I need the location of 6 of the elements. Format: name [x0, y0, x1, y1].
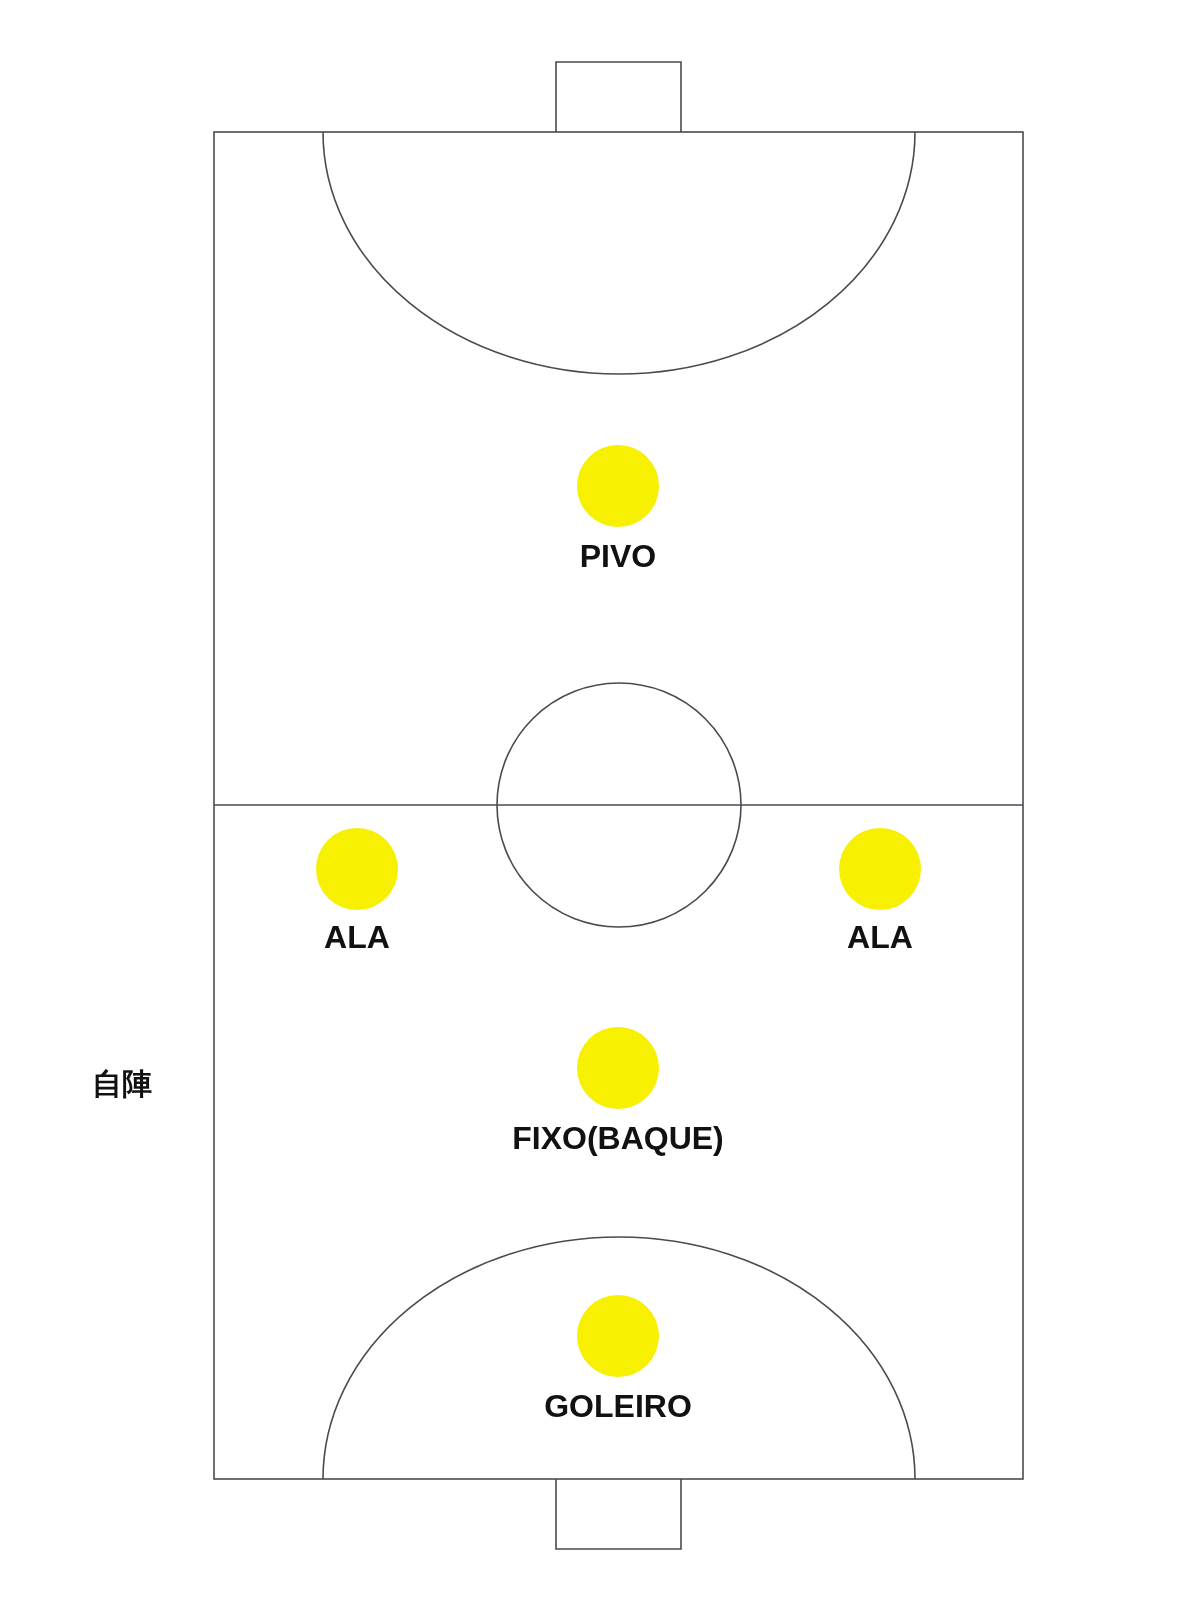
position-label: ALA: [847, 919, 913, 955]
position-label: GOLEIRO: [544, 1388, 692, 1424]
half-label: 自陣: [92, 1067, 152, 1101]
position-label: ALA: [324, 919, 390, 955]
position-label: PIVO: [579, 538, 657, 574]
position-label: FIXO(BAQUE): [512, 1120, 724, 1156]
